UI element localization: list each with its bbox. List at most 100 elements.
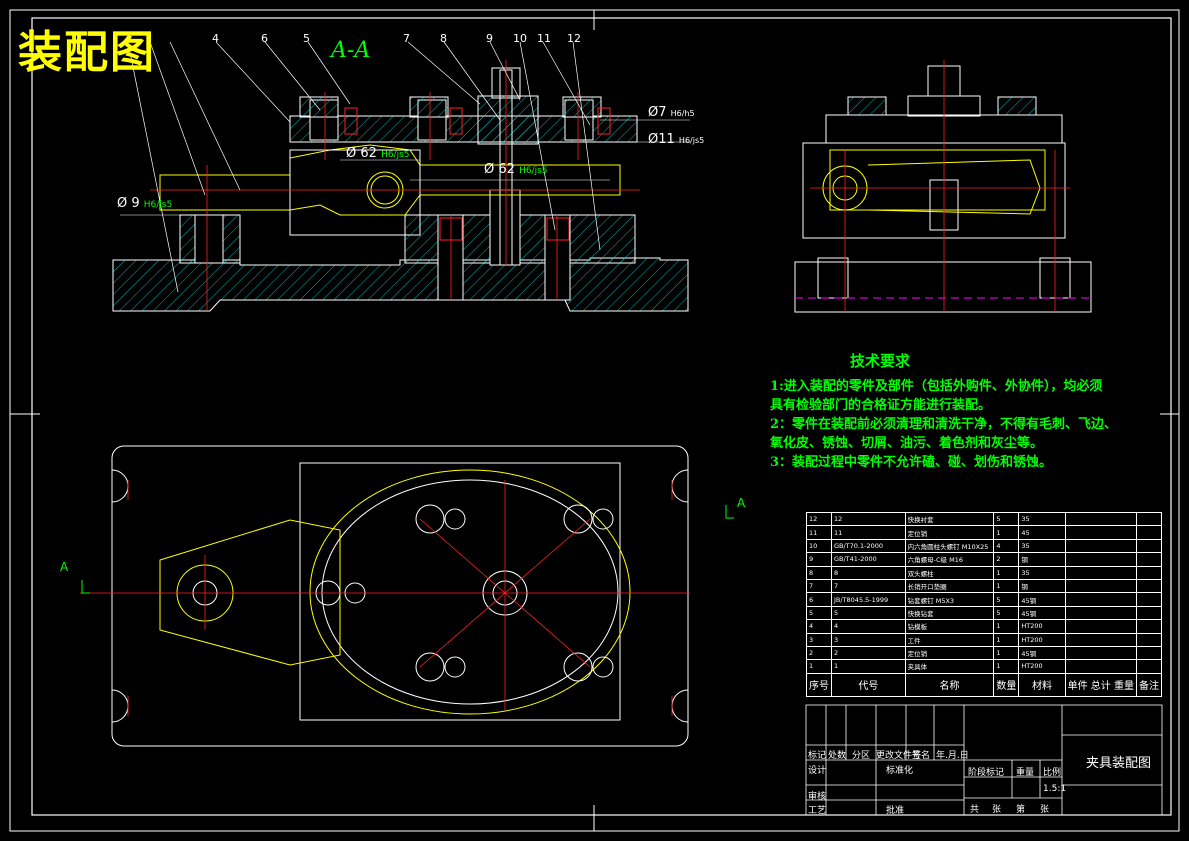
bom-cell	[1136, 659, 1162, 674]
bom-cell: 7	[831, 578, 906, 594]
bom-cell: 1	[806, 659, 832, 674]
bom-cell: 35	[1018, 538, 1066, 554]
bom-cell: 内六角圆柱头螺钉 M10X25	[904, 538, 995, 554]
tech-line: 氧化皮、锈蚀、切屑、油污、着色剂和灰尘等。	[770, 436, 1044, 451]
tech-line: 3：装配过程中零件不允许磕、碰、划伤和锈蚀。	[770, 455, 1053, 470]
bom-cell: 45钢	[1018, 605, 1066, 621]
bom-cell: 钻套螺钉 M5X3	[904, 592, 995, 607]
tb-label-total: 共	[970, 805, 980, 815]
bom-cell: 5	[806, 605, 832, 621]
bom-cell: 8	[831, 565, 906, 580]
bom-cell: 1	[993, 578, 1020, 594]
bom-cell	[1136, 552, 1162, 567]
bom-cell: GB/T70.1-2000	[831, 538, 906, 554]
bom-cell: 定位销	[904, 525, 995, 540]
bom-cell: HT200	[1018, 659, 1066, 674]
callout-10: 10	[513, 32, 527, 45]
tb-label-sign: 签名	[912, 751, 931, 761]
technical-requirements: 技术要求 1:进入装配的零件及部件（包括外购件、外协件），均必须 具有检验部门的…	[770, 352, 1170, 472]
tb-label-weight: 重量	[1016, 768, 1035, 778]
bom-cell: 钢	[1018, 578, 1066, 594]
view-marker-left: A	[60, 560, 69, 574]
inner-border	[31, 17, 1172, 816]
bom-cell: 1	[993, 659, 1020, 674]
drawing-title: 装配图	[18, 27, 156, 78]
bom-cell	[1064, 592, 1138, 607]
tb-label-stage: 阶段标记	[968, 768, 1005, 778]
bom-cell: 5	[831, 605, 906, 621]
bom-cell: HT200	[1018, 632, 1066, 647]
tb-label-count: 处数	[828, 751, 847, 761]
callout-4: 4	[212, 32, 219, 45]
bom-cell: 工件	[904, 632, 995, 647]
callout-7: 7	[403, 32, 410, 45]
bom-cell: 5	[993, 592, 1020, 607]
tb-label-design: 设计	[808, 766, 827, 776]
bom-cell: 钻模板	[904, 619, 995, 634]
bom-header-cell: 单件 总计 重量	[1064, 672, 1138, 697]
bom-cell: HT200	[1018, 619, 1066, 634]
title-block-frame	[805, 704, 1163, 816]
dim-d62-a: Ø 62 H6/js5	[346, 146, 410, 161]
tb-label-process: 工艺	[808, 806, 827, 816]
bom-cell: 5	[993, 511, 1020, 527]
side-view	[794, 60, 1092, 313]
bom-cell: 1	[993, 565, 1020, 580]
bom-cell: 45钢	[1018, 592, 1066, 607]
callout-6: 6	[261, 32, 268, 45]
bom-cell: 长销开口垫圈	[904, 578, 995, 594]
bom-cell: 2	[806, 645, 832, 661]
bom-cell	[1064, 605, 1138, 621]
bom-cell	[1064, 578, 1138, 594]
bom-header-cell: 代号	[831, 672, 906, 697]
tb-label-sheet2: 张	[1040, 805, 1050, 815]
bom-cell	[1136, 619, 1162, 634]
bom-cell: 快换衬套	[904, 511, 995, 527]
bom-cell: 11	[831, 525, 906, 540]
tech-line: 1:进入装配的零件及部件（包括外购件、外协件），均必须	[770, 379, 1103, 394]
bom-cell	[1064, 565, 1138, 580]
tech-title: 技术要求	[849, 352, 910, 370]
bom-cell: 6	[806, 592, 832, 607]
bom-cell	[1136, 511, 1162, 527]
bom-cell: 7	[806, 578, 832, 594]
bom-cell: 35	[1018, 565, 1066, 580]
tech-line: 2：零件在装配前必须清理和清洗干净，不得有毛刺、飞边、	[770, 417, 1118, 432]
bom-cell	[1064, 525, 1138, 540]
tb-label-standard: 标准化	[886, 766, 914, 776]
plan-view	[80, 445, 690, 747]
view-marker-right: A	[737, 496, 746, 510]
drawing-name: 夹具装配图	[1086, 756, 1152, 771]
callout-12: 12	[567, 32, 581, 45]
bom-cell	[1064, 632, 1138, 647]
bom-header-cell: 名称	[904, 672, 995, 697]
bom-cell	[1064, 645, 1138, 661]
bom-cell: 双头螺柱	[904, 565, 995, 580]
bom-cell: 35	[1018, 511, 1066, 527]
bom-cell	[1064, 619, 1138, 634]
bom-cell: 3	[806, 632, 832, 647]
bom-cell	[1064, 511, 1138, 527]
bom-cell: 12	[806, 511, 832, 527]
section-label: A-A	[331, 38, 371, 63]
bom-cell	[1136, 645, 1162, 661]
bom-cell: 夹具体	[904, 659, 995, 674]
dim-d62-b: Ø 62 H6/js5	[484, 162, 548, 177]
bom-cell: 2	[993, 552, 1020, 567]
tb-label-review: 审核	[808, 792, 827, 802]
callout-8: 8	[440, 32, 447, 45]
tb-label-zone: 分区	[852, 751, 871, 761]
bom-cell: 5	[993, 605, 1020, 621]
bom-cell	[1136, 632, 1162, 647]
bom-header-cell: 数量	[993, 672, 1020, 697]
bom-cell: 六角螺母-C级 M16	[904, 552, 995, 567]
bom-cell	[1136, 565, 1162, 580]
